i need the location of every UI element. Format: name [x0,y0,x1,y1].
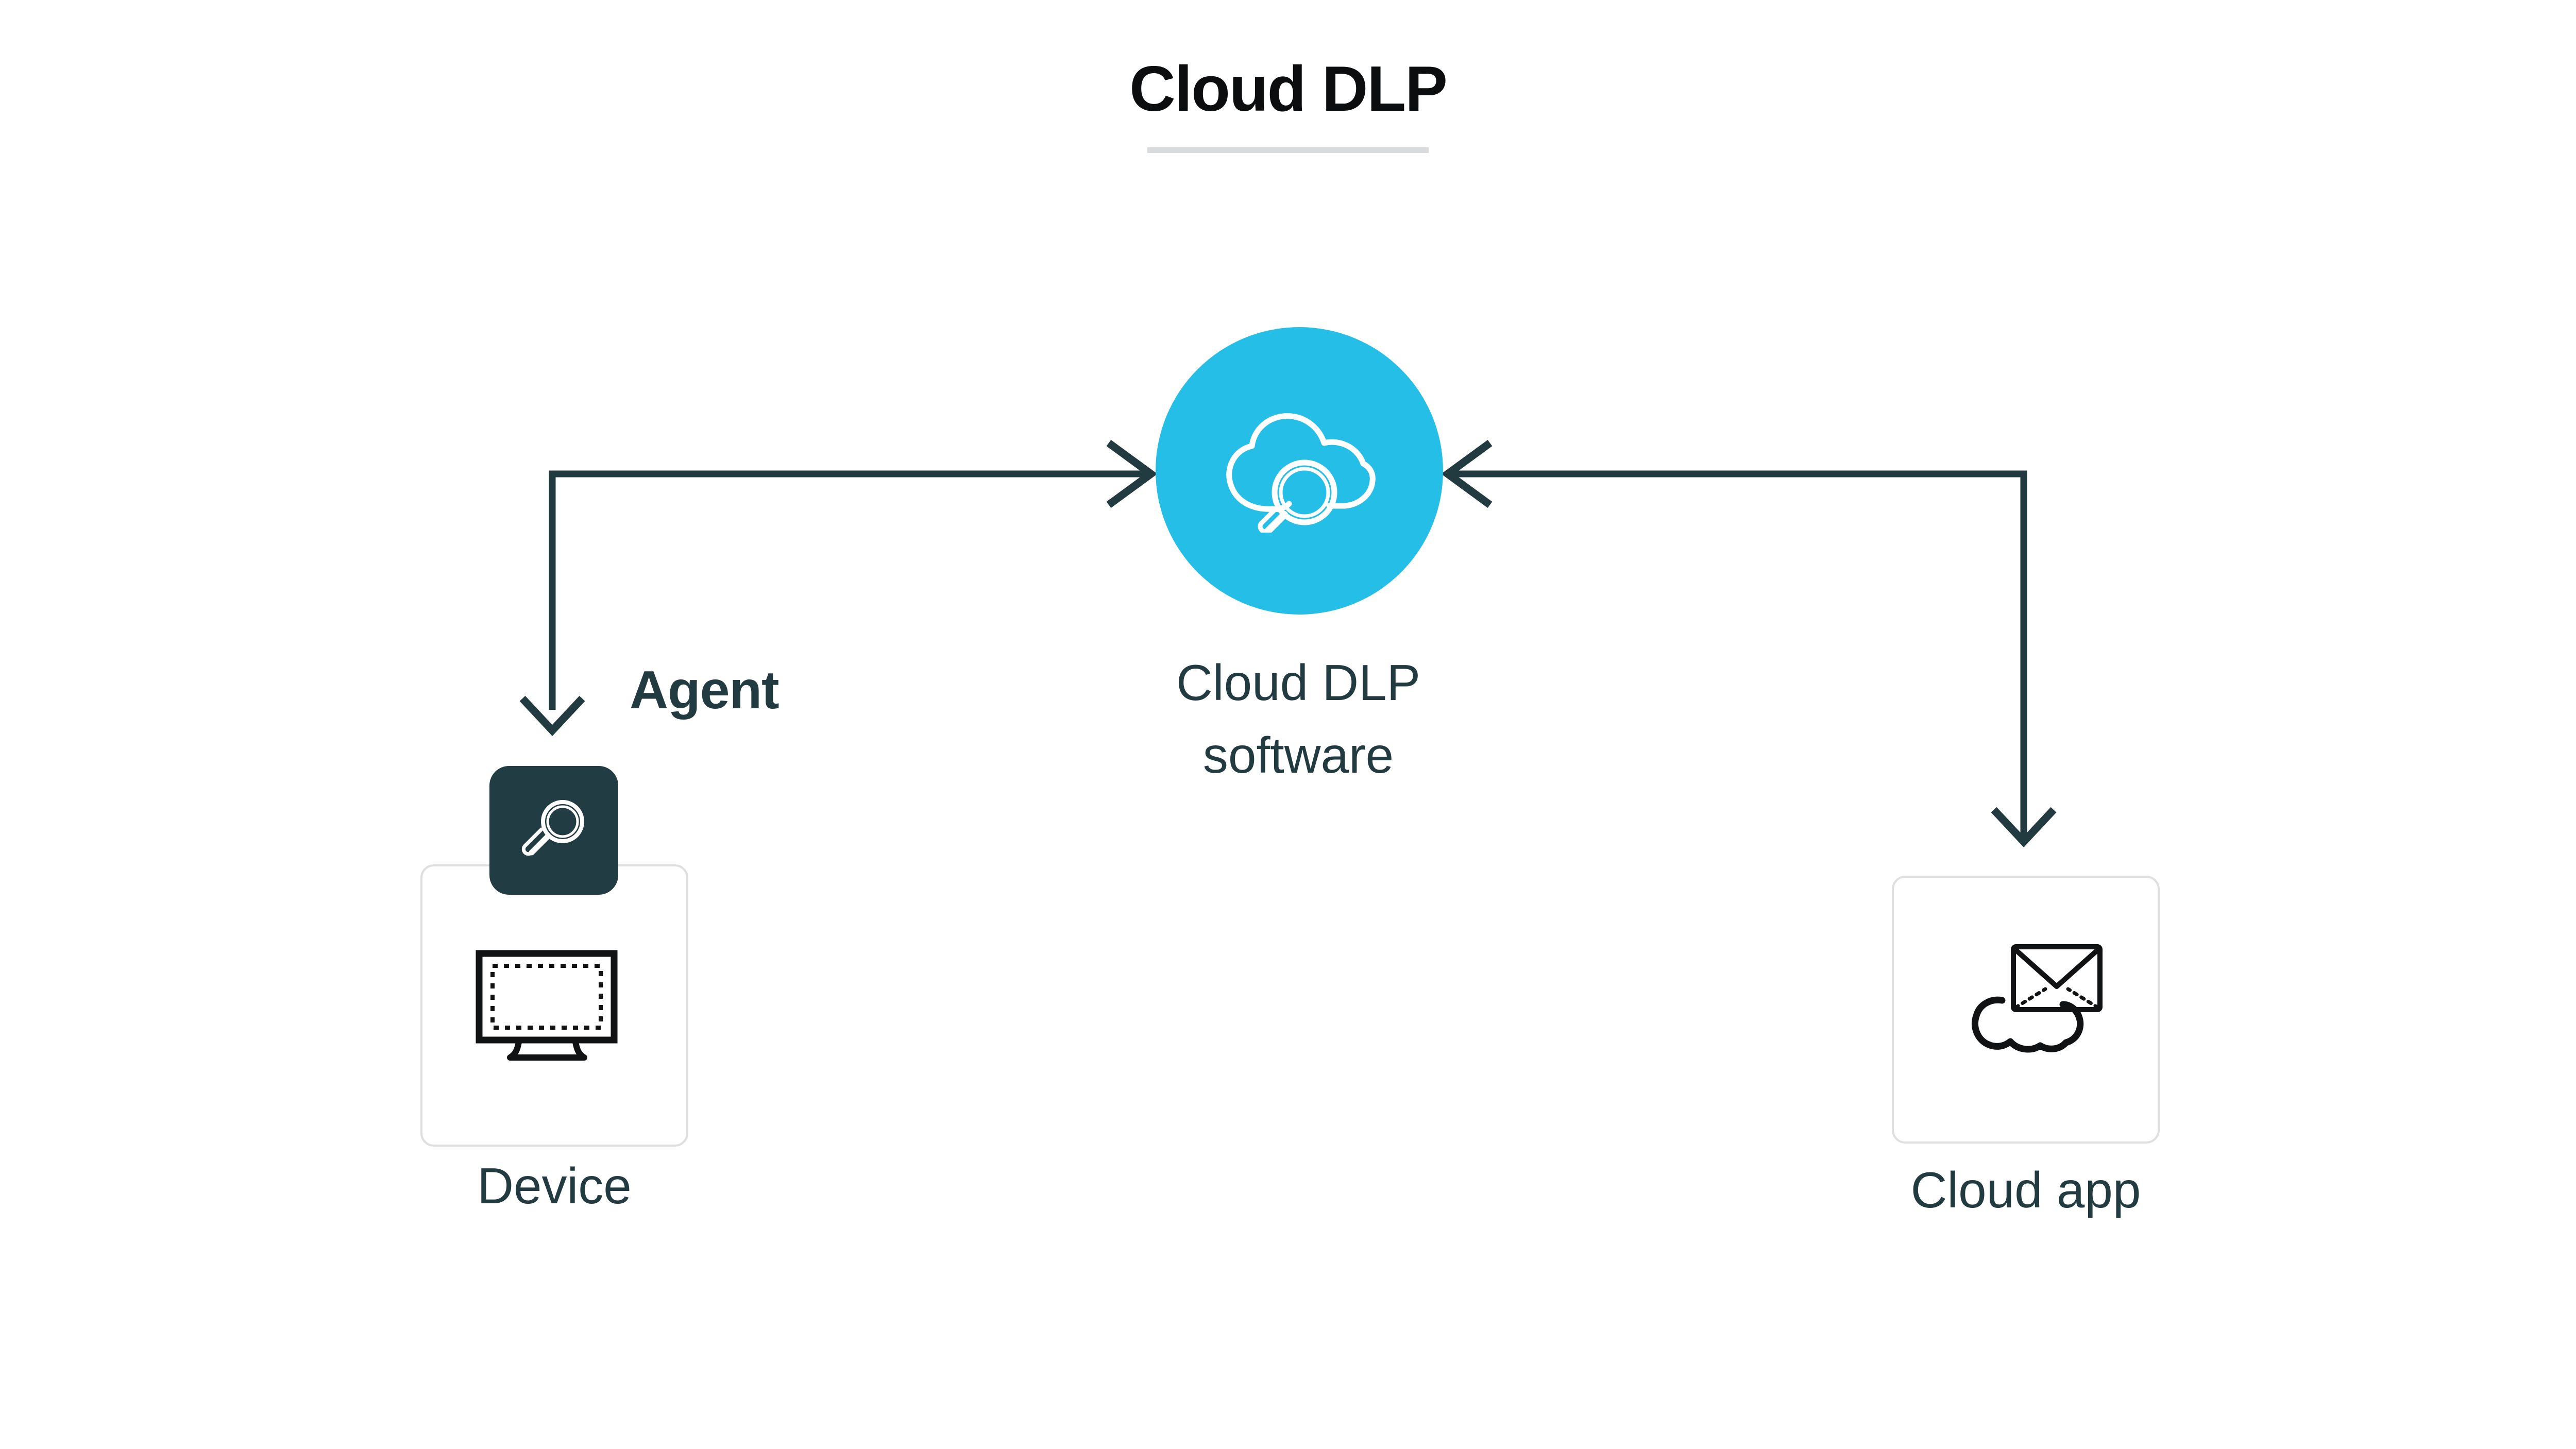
cloud-envelope-icon [1953,937,2107,1077]
arrowhead-down-into-cloudapp [1991,807,2057,847]
title-block: Cloud DLP [0,54,2576,154]
cloud-app-node-label: Cloud app [1910,1162,2141,1218]
agent-badge[interactable] [489,766,618,895]
arrowhead-down-into-device [519,695,585,736]
page-title: Cloud DLP [1129,54,1448,125]
title-underline-rule [1147,147,1429,154]
cloud-magnifier-icon [1217,409,1382,533]
monitor-icon [475,949,630,1065]
hub-node-label: Cloud DLP software [1176,654,1420,784]
agent-badge-label: Agent [630,660,779,720]
arrowhead-left-into-hub [1441,439,1493,508]
magnifier-icon [515,792,592,869]
hub-node-cloud-dlp[interactable] [1156,327,1443,615]
arrowhead-right-into-hub [1106,439,1158,508]
device-node-label: Device [477,1157,632,1214]
